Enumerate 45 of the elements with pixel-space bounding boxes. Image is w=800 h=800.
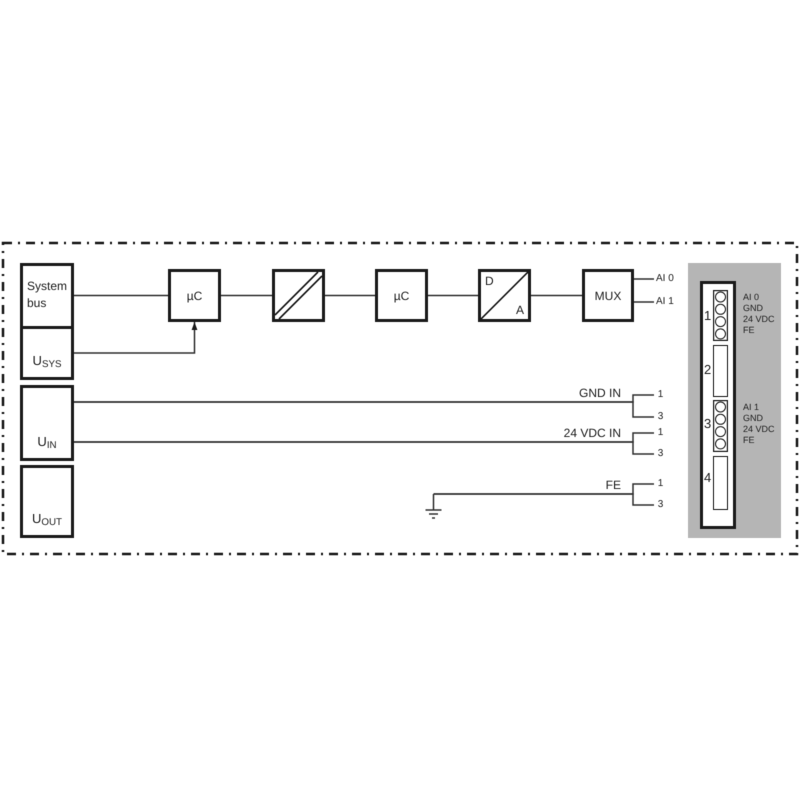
terminal-number: 1 [656, 478, 665, 490]
terminal-number: 3 [656, 448, 665, 460]
terminal-number: 1 [656, 427, 665, 439]
pin-label: AI 1 [743, 402, 760, 413]
slot-number: 3 [704, 417, 712, 431]
power-segment: U$_{OUT}$ [20, 465, 74, 538]
slot-number: 2 [704, 363, 712, 377]
connector-line [74, 401, 654, 418]
pin-label: GND [743, 303, 763, 314]
pin-label: 24 VDC [743, 314, 775, 325]
terminal-number: 3 [656, 411, 665, 423]
converter-letter: A [516, 303, 524, 317]
pin-label: AI 0 [743, 292, 760, 303]
connector-line [74, 294, 168, 296]
terminal-number: 3 [656, 499, 665, 511]
pin-label: GND [743, 413, 763, 424]
edge-label: 24 VDC IN [564, 426, 621, 440]
pin-label: FE [743, 435, 755, 446]
connector-line [74, 441, 654, 455]
bus-segment: System bus [20, 263, 74, 329]
connector-line [221, 294, 272, 296]
connector-line [634, 278, 654, 280]
edge-label: FE [606, 478, 621, 492]
pin-label: FE [743, 325, 755, 336]
pin-label: 24 VDC [743, 424, 775, 435]
function-block: MUX [582, 269, 634, 322]
slot-number: 4 [704, 471, 712, 485]
connector-line [325, 294, 375, 296]
power-segment: U$_{SYS}$ [20, 326, 74, 380]
ground-symbol [425, 494, 442, 519]
channel-label: AI 1 [656, 295, 682, 309]
connector-line [634, 301, 654, 303]
power-segment: U$_{IN}$ [20, 385, 74, 461]
slot-number: 1 [704, 309, 712, 323]
function-block: µC [375, 269, 428, 322]
isolation-block [272, 269, 325, 322]
edge-label: GND IN [579, 386, 621, 400]
connector-line [428, 294, 478, 296]
channel-label: AI 0 [656, 272, 682, 286]
terminal-number: 1 [656, 389, 665, 401]
connector-line [74, 322, 198, 354]
function-block: µC [168, 269, 221, 322]
converter-letter: D [485, 274, 494, 288]
connector-line [531, 294, 582, 296]
connector-line [434, 493, 654, 506]
